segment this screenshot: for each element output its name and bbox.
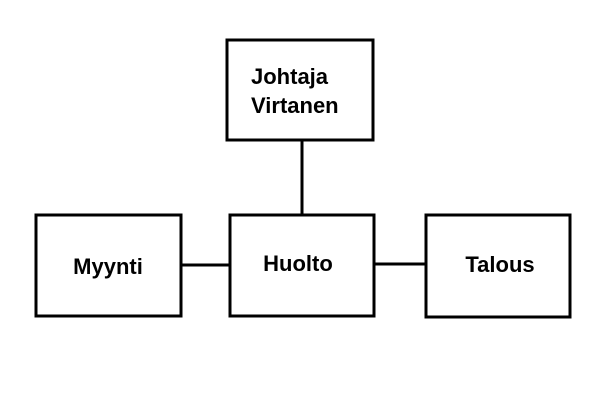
node-finance-label: Talous bbox=[465, 252, 534, 277]
node-maintenance-box bbox=[228, 213, 376, 318]
node-director-label-line1: Johtaja bbox=[251, 64, 329, 89]
node-sales-box bbox=[34, 213, 183, 318]
node-finance-box bbox=[424, 213, 572, 319]
node-maintenance: Huolto bbox=[228, 213, 376, 318]
node-director-box bbox=[225, 38, 375, 142]
node-sales-label: Myynti bbox=[73, 254, 143, 279]
node-finance: Talous bbox=[424, 213, 572, 319]
node-sales: Myynti bbox=[34, 213, 183, 318]
node-maintenance-label: Huolto bbox=[263, 251, 333, 276]
node-director-label-line2: Virtanen bbox=[251, 93, 339, 118]
node-director: Johtaja Virtanen bbox=[225, 38, 375, 142]
